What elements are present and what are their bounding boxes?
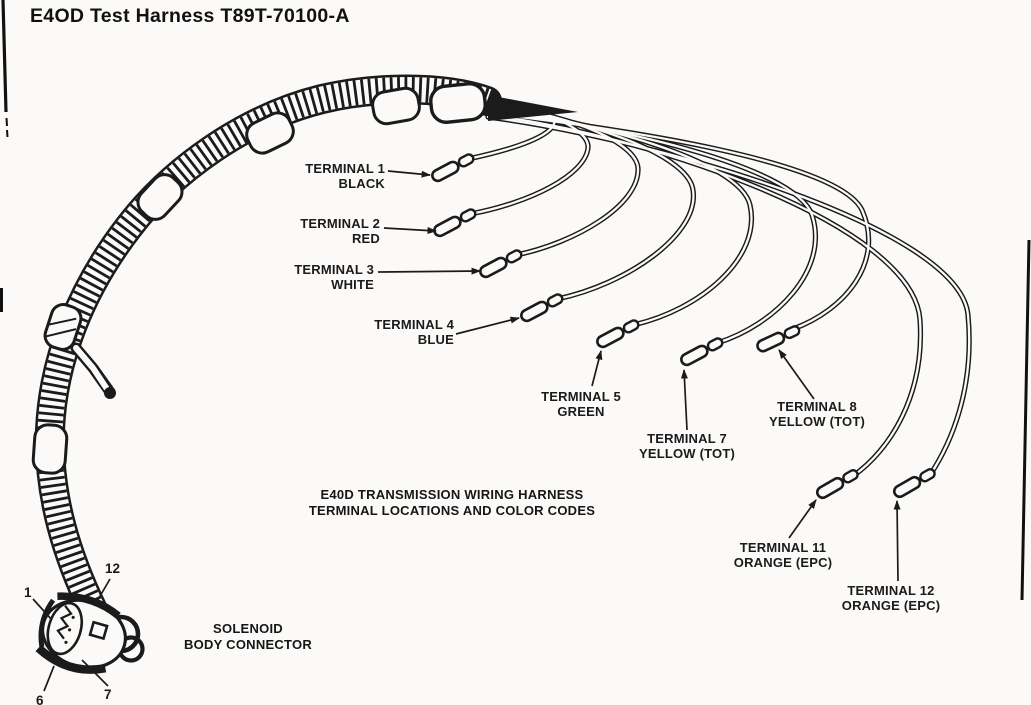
terminal-color: GREEN [557, 404, 605, 419]
terminal-3-label: TERMINAL 3 WHITE [269, 262, 374, 292]
terminal-lug [479, 249, 523, 279]
terminal-lugs [431, 153, 936, 500]
terminal-color: RED [351, 231, 380, 246]
loom-end-boot [429, 82, 487, 124]
caption-line-2: TERMINAL LOCATIONS AND COLOR CODES [308, 503, 596, 518]
terminal-lug [520, 293, 564, 323]
terminal-name: TERMINAL 4 [374, 317, 454, 332]
terminal-lug [815, 469, 859, 500]
pin-leader-lines [32, 578, 111, 692]
page-title: E4OD Test Harness T89T-70100-A [30, 5, 350, 27]
page-edge-marks [0, 0, 1031, 601]
diagram-caption: E40D TRANSMISSION WIRING HARNESS TERMINA… [300, 487, 604, 519]
terminal-lug [680, 337, 724, 367]
terminal-1-label: TERMINAL 1 BLACK [280, 161, 385, 191]
label-arrows [377, 170, 901, 582]
pin-callout-1: 1 [24, 585, 32, 600]
solenoid-body-connector [35, 592, 145, 674]
loom-sleeves [31, 82, 487, 475]
caption-line-1: E40D TRANSMISSION WIRING HARNESS [320, 487, 584, 502]
terminal-lug [431, 153, 475, 183]
loom-branch-strap [70, 342, 116, 399]
terminal-lug [433, 208, 477, 238]
harness-loom [34, 74, 502, 625]
terminal-5-label: TERMINAL 5 GREEN [531, 389, 631, 419]
harness-wires [465, 95, 972, 479]
terminal-lug [596, 319, 640, 349]
terminal-name: TERMINAL 1 [305, 161, 385, 176]
terminal-8-label: TERMINAL 8 YELLOW (TOT) [760, 399, 874, 429]
pin-callout-12: 12 [105, 561, 121, 576]
terminal-color: YELLOW (TOT) [768, 414, 866, 429]
pin-callout-7: 7 [104, 687, 112, 702]
terminal-name: TERMINAL 7 [647, 431, 727, 446]
terminal-name: TERMINAL 3 [294, 262, 374, 277]
terminal-7-label: TERMINAL 7 YELLOW (TOT) [633, 431, 741, 461]
terminal-color: ORANGE (EPC) [841, 598, 941, 613]
terminal-11-label: TERMINAL 11 ORANGE (EPC) [729, 540, 837, 570]
solenoid-connector-label: SOLENOID BODY CONNECTOR [178, 621, 318, 653]
terminal-2-label: TERMINAL 2 RED [275, 216, 380, 246]
terminal-name: TERMINAL 12 [847, 583, 935, 598]
connector-label-line-2: BODY CONNECTOR [184, 637, 312, 652]
terminal-color: YELLOW (TOT) [638, 446, 736, 461]
terminal-name: TERMINAL 11 [739, 540, 827, 555]
terminal-name: TERMINAL 5 [541, 389, 621, 404]
terminal-12-label: TERMINAL 12 ORANGE (EPC) [838, 583, 944, 613]
terminal-name: TERMINAL 8 [777, 399, 857, 414]
terminal-lug [756, 325, 801, 353]
wire-bundle-convergence [488, 95, 578, 121]
pin-callout-6: 6 [36, 693, 44, 705]
terminal-color: WHITE [331, 277, 374, 292]
terminal-color: BLACK [338, 176, 385, 191]
terminal-4-label: TERMINAL 4 BLUE [349, 317, 454, 347]
connector-label-line-1: SOLENOID [213, 621, 283, 636]
terminal-name: TERMINAL 2 [300, 216, 380, 231]
terminal-color: ORANGE (EPC) [733, 555, 833, 570]
terminal-color: BLUE [417, 332, 454, 347]
terminal-lug [892, 468, 936, 499]
